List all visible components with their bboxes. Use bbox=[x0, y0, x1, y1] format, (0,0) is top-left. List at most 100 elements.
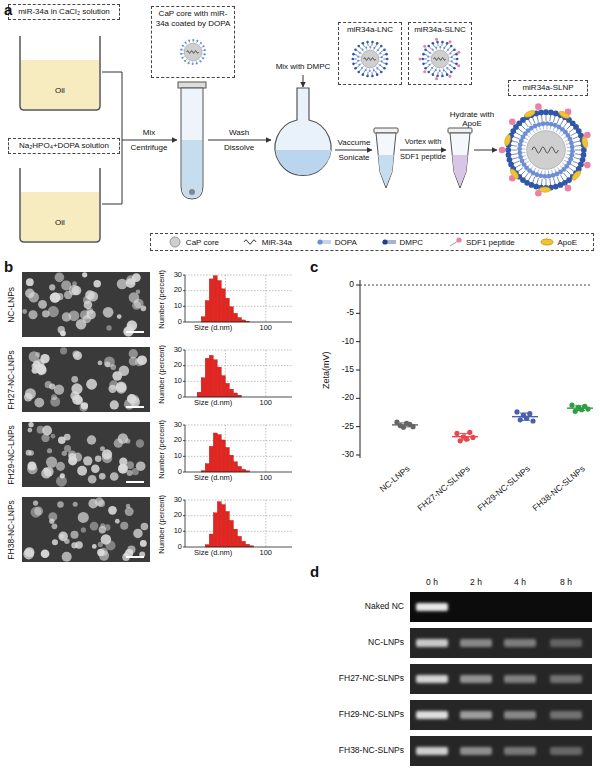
dmpc-head bbox=[354, 48, 357, 51]
tem-particle bbox=[60, 347, 67, 354]
tem-particle bbox=[73, 351, 82, 360]
beaker bbox=[20, 36, 100, 110]
process-arrows bbox=[102, 72, 497, 204]
label: -25 bbox=[342, 422, 354, 432]
tick bbox=[183, 365, 185, 366]
dashed-label-box: Na₂HPO₄+DOPA solution bbox=[8, 138, 120, 154]
panel-letter: a bbox=[4, 1, 12, 18]
gel-band bbox=[504, 711, 536, 719]
legend-text: CaP core bbox=[186, 238, 219, 247]
label: 0 h bbox=[426, 578, 438, 588]
histogram-bar bbox=[225, 511, 229, 547]
grid-line bbox=[185, 440, 292, 441]
dopa-head bbox=[373, 69, 375, 71]
apoe-protein bbox=[523, 109, 536, 119]
dopa-head bbox=[188, 62, 190, 64]
label: 20 bbox=[174, 511, 182, 520]
histogram-bar bbox=[221, 376, 225, 397]
gel-band bbox=[416, 747, 448, 755]
legend-icon bbox=[447, 236, 463, 248]
dashed-label-box: miR34a-SLNP bbox=[508, 80, 588, 96]
lipid-head bbox=[317, 239, 322, 244]
dmpc-head bbox=[386, 57, 389, 60]
tem-particle bbox=[81, 527, 86, 532]
sdf1-peptide bbox=[449, 40, 452, 43]
dopa-head bbox=[547, 174, 552, 179]
gel-band bbox=[416, 639, 448, 647]
tem-particle bbox=[93, 280, 101, 288]
scale-bar bbox=[126, 556, 144, 558]
dmpc-head bbox=[506, 152, 512, 158]
histogram-bar bbox=[209, 446, 213, 472]
legend-text: DOPA bbox=[335, 238, 357, 247]
error-cap bbox=[520, 413, 530, 414]
dopa-head bbox=[199, 60, 201, 62]
tem-particle bbox=[120, 522, 128, 530]
tem-particle bbox=[104, 356, 115, 367]
label: 0 bbox=[178, 318, 182, 327]
eppendorf-tube bbox=[448, 128, 472, 188]
tem-particle bbox=[106, 325, 111, 330]
mirna-strand bbox=[532, 147, 558, 153]
label: 100 bbox=[260, 324, 273, 333]
grid bbox=[185, 425, 292, 472]
label: 0 bbox=[178, 393, 182, 402]
tem-particle bbox=[119, 458, 127, 466]
tem-image bbox=[22, 272, 150, 337]
label: 30 bbox=[174, 346, 182, 355]
label: FH29-NC-SLNPs bbox=[476, 464, 532, 513]
dmpc-head bbox=[456, 57, 459, 60]
tem-particle bbox=[132, 468, 139, 475]
dmpc-head bbox=[422, 52, 425, 55]
tem-particle bbox=[69, 285, 79, 295]
dmpc-head bbox=[427, 70, 430, 73]
dmpc-head bbox=[352, 62, 355, 65]
apoe-protein bbox=[539, 187, 551, 193]
grid bbox=[185, 350, 292, 397]
label: 20 bbox=[174, 436, 182, 445]
tick bbox=[183, 500, 185, 501]
nanoparticle bbox=[419, 37, 461, 79]
dopa-head bbox=[361, 66, 363, 68]
tem-particle bbox=[58, 437, 66, 445]
dopa-head bbox=[184, 42, 186, 44]
dmpc-head bbox=[424, 67, 427, 70]
axis bbox=[360, 280, 361, 458]
zero-line bbox=[360, 285, 592, 286]
gel-band bbox=[416, 675, 448, 683]
histogram-bar bbox=[238, 466, 242, 472]
tem-particle bbox=[24, 393, 33, 402]
dopa-head bbox=[181, 57, 183, 59]
dmpc-head bbox=[441, 40, 444, 43]
dmpc-head bbox=[581, 152, 587, 158]
box-label: Na₂HPO₄+DOPA solution bbox=[12, 141, 116, 151]
particle-illustration bbox=[412, 36, 468, 82]
dopa-head bbox=[447, 49, 449, 51]
dopa-head bbox=[361, 48, 363, 50]
label: 4 h bbox=[514, 578, 526, 588]
tem-particle bbox=[132, 273, 141, 282]
label: -10 bbox=[342, 337, 354, 347]
histogram-bar bbox=[229, 389, 233, 397]
tem-particle bbox=[62, 552, 72, 562]
tem-particle bbox=[114, 439, 123, 448]
dopa-head bbox=[182, 45, 184, 47]
label: Centrifuge bbox=[131, 143, 168, 152]
label: 30 bbox=[174, 271, 182, 280]
scale-bar bbox=[126, 481, 144, 483]
tick bbox=[183, 306, 185, 307]
box-label: miR34a-LNC bbox=[342, 25, 398, 35]
grid bbox=[185, 500, 292, 547]
dmpc-head bbox=[453, 67, 456, 70]
data-point bbox=[514, 409, 519, 414]
tem-particle bbox=[92, 544, 97, 549]
apoe-protein bbox=[581, 136, 588, 148]
tem-particle bbox=[99, 473, 106, 480]
dmpc-head bbox=[455, 52, 458, 55]
label: Vaccume bbox=[338, 138, 371, 147]
label: Size (d.nm) bbox=[194, 549, 232, 558]
label: Mix with DMPC bbox=[276, 62, 331, 71]
dmpc-head bbox=[362, 42, 365, 45]
legend-item: SDF1 peptide bbox=[447, 236, 515, 248]
gel-band bbox=[460, 711, 492, 719]
